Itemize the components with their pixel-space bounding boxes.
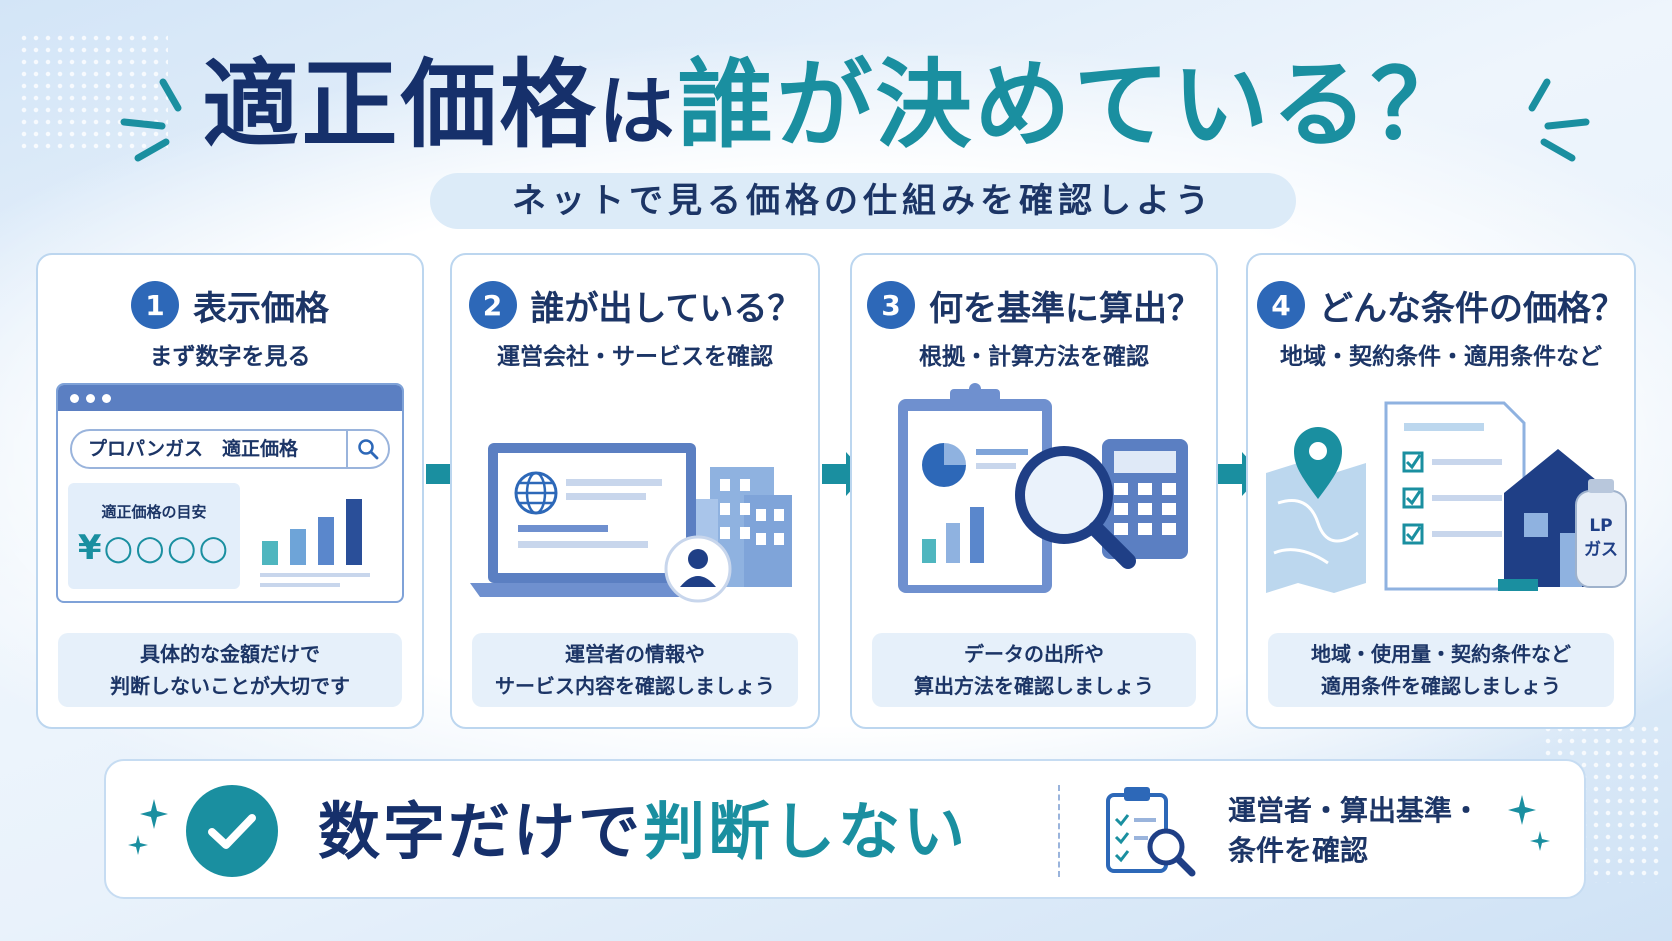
browser-window: プロパンガス 適正価格 適正価格の目安 ¥○○○○ xyxy=(56,383,404,603)
search-button[interactable] xyxy=(346,431,388,467)
search-input-text: プロパンガス 適正価格 xyxy=(88,438,298,460)
banner-right-text: 運営者・算出基準・ 条件を確認 xyxy=(1228,791,1480,871)
step-note-1-line-2: 判断しないことが大切です xyxy=(110,674,350,698)
step-note-3: データの出所や 算出方法を確認しましょう xyxy=(872,633,1196,707)
step-number-4: 4 xyxy=(1257,281,1305,329)
price-guide-label: 適正価格の目安 xyxy=(101,503,207,521)
step-note-2-line-1: 運営者の情報や xyxy=(565,642,705,666)
step-illustration-1: プロパンガス 適正価格 適正価格の目安 ¥○○○○ xyxy=(38,383,422,753)
step-note-2: 運営者の情報や サービス内容を確認しましょう xyxy=(472,633,798,707)
burst-right-icon xyxy=(1528,78,1590,162)
banner-headline-part-2: 判断しない xyxy=(643,795,969,868)
step-note-1: 具体的な金額だけで 判断しないことが大切です xyxy=(58,633,402,707)
dot-pattern-top-left xyxy=(18,32,168,152)
sparkle-icon xyxy=(128,799,168,855)
banner-right-line-1: 運営者・算出基準・ xyxy=(1228,794,1481,827)
browser-titlebar xyxy=(58,385,402,411)
banner-headline: 数字だけで判断しない xyxy=(318,787,968,877)
step-title-3: 何を基準に算出？ xyxy=(929,288,1201,329)
check-badge xyxy=(186,785,278,877)
step-subtitle-2: 運営会社・サービスを確認 xyxy=(497,344,773,370)
checklist-search-icon xyxy=(1106,787,1196,877)
step-note-4: 地域・使用量・契約条件など 適用条件を確認しましょう xyxy=(1268,633,1614,707)
step-number-3: 3 xyxy=(867,281,915,329)
step-note-4-line-2: 適用条件を確認しましょう xyxy=(1321,674,1561,698)
globe-icon xyxy=(514,471,558,515)
step-title-4: どんな条件の価格？ xyxy=(1319,288,1625,329)
step-note-3-line-1: データの出所や xyxy=(964,642,1104,666)
step-number-2: 2 xyxy=(468,281,517,329)
step-note-1-line-1: 具体的な金額だけで xyxy=(140,642,320,666)
step-illustration-2 xyxy=(452,383,818,753)
title-part-1: 適正価格 xyxy=(202,49,599,161)
clipboard-calculator-illustration xyxy=(898,383,1188,593)
page-title: 適正価格は誰が決めている？ xyxy=(0,50,1672,160)
magnifier-icon xyxy=(1015,446,1136,569)
step-illustration-4: LP ガス xyxy=(1248,383,1634,753)
banner-divider xyxy=(1058,785,1060,877)
step-subtitle-4: 地域・契約条件・適用条件など xyxy=(1280,344,1602,370)
price-guide-box: 適正価格の目安 ¥○○○○ xyxy=(68,483,240,589)
step-title-2: 誰が出している？ xyxy=(530,288,802,329)
map-pin-icon xyxy=(1294,427,1342,499)
step-number-1: 1 xyxy=(131,281,179,329)
search-icon xyxy=(358,439,379,460)
title-part-2: は xyxy=(598,67,678,156)
step-note-3-line-2: 算出方法を確認しましょう xyxy=(914,674,1154,698)
step-card-2: 2 誰が出している？ 運営会社・サービスを確認 xyxy=(450,253,820,729)
step-note-4-line-1: 地域・使用量・契約条件など xyxy=(1311,642,1571,666)
tank-label-2: ガス xyxy=(1584,540,1618,560)
calculator-icon xyxy=(1102,439,1188,559)
check-icon xyxy=(208,814,256,849)
summary-banner: 数字だけで判断しない 運営者・算出基準・ 条件を確認 xyxy=(104,759,1586,899)
laptop-building-illustration xyxy=(470,443,792,603)
step-subtitle-1: まず数字を見る xyxy=(149,344,311,370)
step-illustration-3 xyxy=(852,383,1216,753)
step-card-1: 1 表示価格 まず数字を見る プロパンガス 適正価格 適正価格の目安 ¥○○○○ xyxy=(36,253,424,729)
step-note-2-line-2: サービス内容を確認しましょう xyxy=(495,674,775,698)
sparkle-icon xyxy=(1508,795,1550,851)
banner-headline-part-1: 数字だけで xyxy=(318,795,644,868)
step-title-1: 表示価格 xyxy=(193,288,329,329)
user-icon xyxy=(664,535,732,603)
bar-chart-icon xyxy=(260,499,370,587)
map-document-house-illustration: LP ガス xyxy=(1266,401,1627,593)
page-subtitle: ネットで見る価格の仕組みを確認しよう xyxy=(430,173,1296,229)
tank-label-1: LP xyxy=(1589,516,1612,536)
banner-right-line-2: 条件を確認 xyxy=(1228,834,1369,867)
step-subtitle-3: 根拠・計算方法を確認 xyxy=(919,344,1149,370)
checklist-icon xyxy=(1402,451,1424,545)
title-part-3: 誰が決めている？ xyxy=(677,49,1470,161)
step-card-3: 3 何を基準に算出？ 根拠・計算方法を確認 xyxy=(850,253,1218,729)
price-guide-value: ¥○○○○ xyxy=(77,528,231,568)
burst-left-icon xyxy=(120,78,182,162)
step-card-4: 4 どんな条件の価格？ 地域・契約条件・適用条件など xyxy=(1246,253,1636,729)
search-input[interactable]: プロパンガス 適正価格 xyxy=(70,429,390,469)
